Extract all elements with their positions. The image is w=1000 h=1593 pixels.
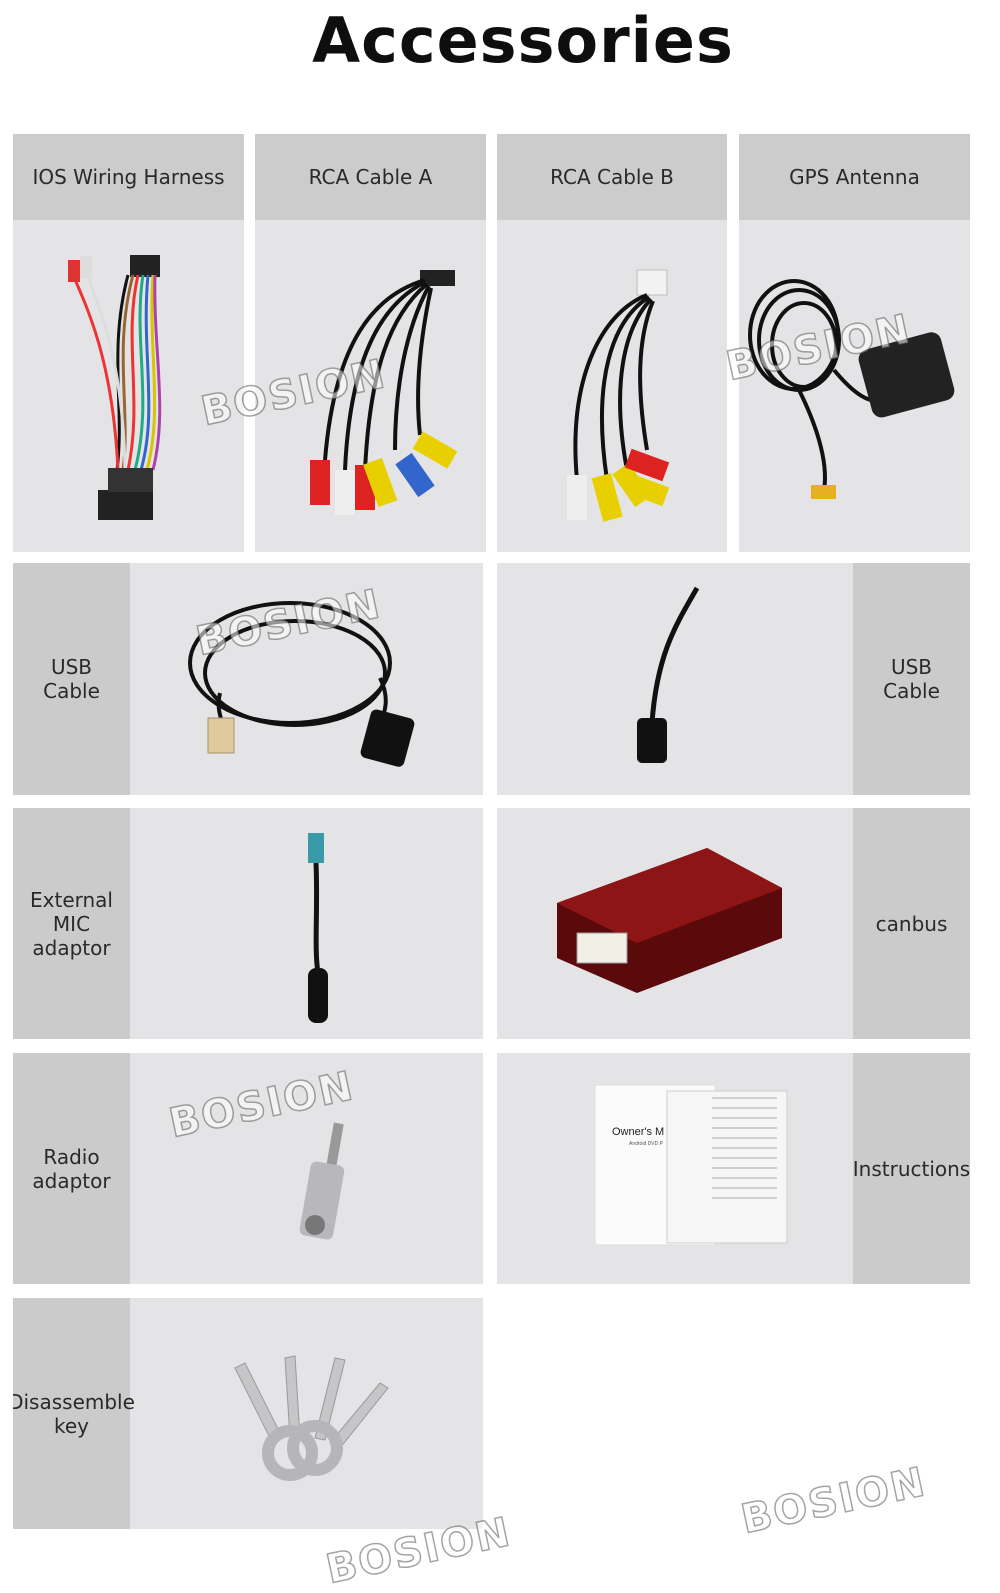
usb-cable-short-image bbox=[637, 586, 700, 763]
manual-cover-text: Owner's M bbox=[612, 1126, 664, 1138]
card-label: RCA Cable A bbox=[255, 134, 486, 220]
manual-cover-sub: Android DVD P bbox=[629, 1141, 664, 1147]
canbus-box-image bbox=[557, 848, 782, 993]
page-title: Accessories bbox=[312, 4, 734, 77]
card-canbus: canbus bbox=[497, 808, 970, 1039]
disassemble-key-image bbox=[234, 1355, 389, 1481]
card-label: Instructions bbox=[853, 1053, 970, 1284]
card-label: GPS Antenna bbox=[739, 134, 970, 220]
card-ios-wiring-harness: IOS Wiring Harness bbox=[13, 134, 244, 552]
wiring-harness-image bbox=[68, 255, 162, 520]
card-gps-antenna: GPS Antenna bbox=[739, 134, 970, 552]
card-label: IOS Wiring Harness bbox=[13, 134, 244, 220]
watermark: BOSION bbox=[737, 1458, 932, 1544]
mic-adaptor-image bbox=[308, 833, 328, 1023]
rca-cable-b-image bbox=[567, 269, 670, 522]
instructions-manual-image: Owner's M Android DVD P bbox=[594, 1084, 788, 1246]
card-label: RCA Cable B bbox=[497, 134, 727, 220]
gps-antenna-image bbox=[748, 279, 955, 499]
rca-cable-a-image bbox=[310, 270, 458, 515]
radio-adaptor-image bbox=[299, 1122, 345, 1240]
usb-cable-image bbox=[188, 601, 415, 767]
card-instructions: Owner's M Android DVD P Instructions bbox=[497, 1053, 970, 1284]
card-rca-cable-a: RCA Cable A bbox=[255, 134, 486, 552]
card-label: canbus bbox=[853, 808, 970, 1039]
card-rca-cable-b: RCA Cable B bbox=[497, 134, 727, 552]
